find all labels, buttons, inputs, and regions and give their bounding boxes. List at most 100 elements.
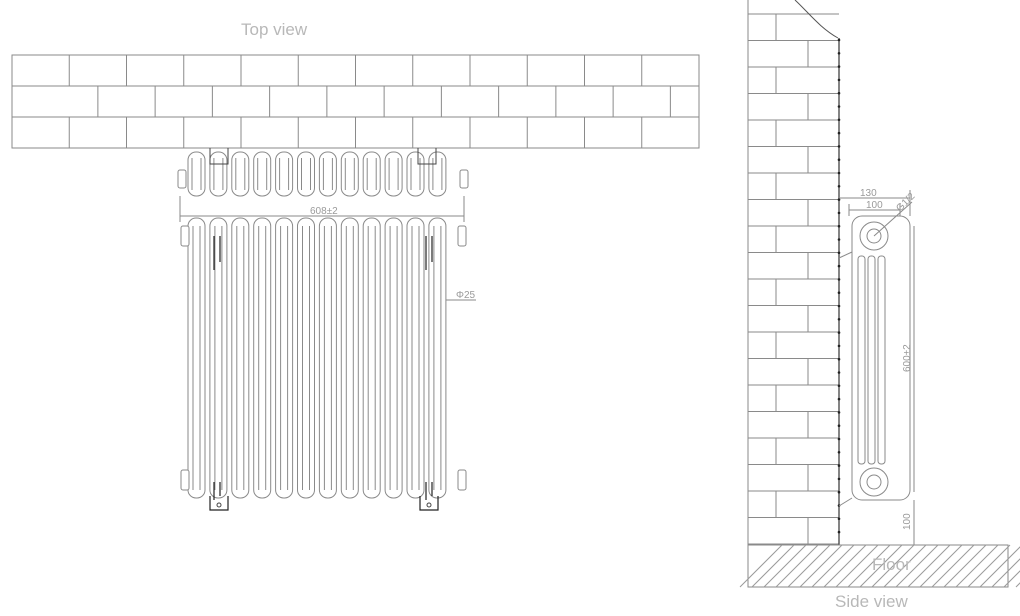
depth-outer-label: 130: [860, 188, 877, 199]
wall-face-dot: [837, 158, 841, 161]
top-view-column: [187, 151, 206, 197]
top-view-column: [297, 151, 315, 197]
front-view-column: [187, 217, 206, 499]
wall-face-dot: [837, 304, 841, 308]
floor-hatch-line: [775, 544, 819, 588]
front-view-column: [231, 217, 250, 499]
top-view-label: Top view: [241, 20, 308, 39]
floor-hatch-line: [1003, 570, 1020, 588]
wall-face-dot: [837, 78, 841, 82]
wall-face-dot: [837, 477, 841, 481]
front-view-bracket-bolts: [216, 502, 432, 508]
wall-face-dot: [837, 145, 841, 148]
top-view-column: [362, 151, 381, 197]
top-view-column: [384, 151, 403, 197]
top-view-column: [209, 151, 228, 197]
floor-hatch-line: [943, 544, 987, 588]
floor-hatch-line: [835, 544, 879, 588]
floor-hatch-line: [847, 544, 891, 588]
side-view-radiator-profile: [838, 215, 911, 507]
floor-hatch-line: [931, 544, 975, 588]
floor-clearance-label: 100: [902, 513, 913, 530]
wall-face-dot: [837, 318, 841, 321]
floor-hatch-line: [811, 544, 855, 588]
top-view-column: [318, 151, 337, 197]
wall-face-dot: [837, 185, 841, 188]
wall-face-dot: [837, 38, 841, 42]
wall-face-dot: [837, 291, 841, 295]
wall-face-dot: [837, 530, 841, 534]
wall-face-dot: [837, 424, 841, 428]
floor-hatch-line: [883, 544, 927, 588]
wall-face-dot: [837, 490, 841, 494]
wall-face-dot: [837, 384, 841, 388]
wall-face-dot: [837, 238, 841, 241]
front-view-column: [253, 217, 272, 499]
wall-face-dot: [837, 517, 841, 521]
wall-face-dot: [837, 371, 841, 374]
wall-break-line: [794, 0, 839, 39]
wall-face-marks: [837, 38, 841, 534]
wall-face-dot: [837, 451, 841, 454]
floor-hatch-line: [967, 544, 1011, 588]
wall-face-dot: [837, 344, 841, 348]
front-view-column: [362, 217, 381, 499]
front-view-column: [318, 217, 337, 499]
wall-face-dot: [837, 65, 841, 68]
front-view-column: [297, 217, 315, 499]
floor-hatch-line: [1015, 582, 1020, 588]
top-view-column: [231, 151, 250, 197]
top-view-column: [340, 151, 359, 197]
wall-face-dot: [837, 171, 841, 175]
wall-face-dot: [837, 118, 841, 122]
front-view-brackets: [209, 236, 439, 511]
floor-hatch-line: [919, 544, 963, 588]
wall-face-dot: [837, 131, 841, 135]
wall-face-dot: [837, 91, 841, 95]
front-view-column: [340, 217, 359, 499]
floor-hatch-line: [823, 544, 867, 588]
floor-hatch-line: [751, 544, 795, 588]
floor-label: Floor: [872, 555, 911, 574]
wall-face-dot: [837, 411, 841, 414]
wall-face-dot: [837, 397, 841, 401]
wall-face-dot: [837, 52, 841, 55]
side-view-label: Side view: [835, 592, 908, 611]
wall-face-dot: [837, 198, 841, 201]
floor-hatch-line: [991, 558, 1020, 588]
wall-face-dot: [837, 264, 841, 268]
front-view-radiator-columns: [187, 217, 447, 499]
top-view-radiator-columns: [187, 151, 447, 197]
floor-hatch-line: [895, 544, 939, 588]
wall-face-dot: [837, 105, 841, 108]
front-view-column: [384, 217, 403, 499]
front-view-column: [406, 217, 425, 499]
floor-slab: [739, 544, 1020, 588]
depth-inner-label: 100: [866, 200, 883, 211]
wall-face-dot: [837, 278, 841, 281]
top-view-end-valves: [177, 169, 469, 189]
wall-face-dot: [837, 357, 841, 361]
floor-hatch-line: [799, 544, 843, 588]
floor-hatch-line: [787, 544, 831, 588]
top-view-column: [253, 151, 272, 197]
wall-face-dot: [837, 331, 841, 334]
top-view-wall-strip: [11, 54, 700, 149]
top-view-column: [275, 151, 294, 197]
front-view-column: [209, 217, 228, 499]
width-dimension-line: [179, 196, 465, 222]
thread-label: G1/2: [894, 191, 917, 214]
wall-face-dot: [837, 224, 841, 228]
floor-hatch-line: [763, 544, 807, 588]
floor-hatch-line: [907, 544, 951, 588]
top-view-wall-brackets: [209, 148, 437, 165]
front-view-column: [275, 217, 294, 499]
wall-face-dot: [837, 251, 841, 255]
front-view-valves: [180, 225, 467, 491]
side-view-dimension-lines: [839, 190, 915, 545]
floor-hatch-line: [955, 544, 999, 588]
width-dimension-label: 608±2: [310, 206, 338, 217]
wall-face-dot: [837, 464, 841, 467]
tube-diameter-label: Φ25: [456, 290, 476, 301]
